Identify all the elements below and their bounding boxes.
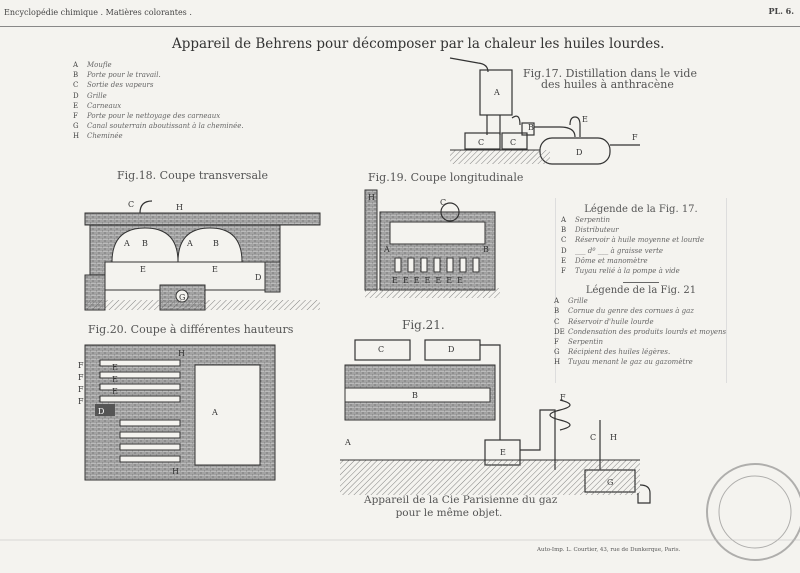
svg-text:E: E xyxy=(112,363,118,372)
svg-text:D: D xyxy=(448,345,454,354)
svg-text:C: C xyxy=(440,198,446,207)
svg-text:A: A xyxy=(211,408,218,417)
svg-text:G: G xyxy=(179,293,185,302)
svg-text:H: H xyxy=(178,349,185,358)
svg-text:H: H xyxy=(368,193,375,202)
fig21-caption: Appareil de la Cie Parisienne du gaz pou… xyxy=(364,494,558,519)
svg-text:D: D xyxy=(98,407,104,416)
svg-text:H: H xyxy=(610,433,617,442)
svg-text:F: F xyxy=(560,393,566,402)
svg-text:G: G xyxy=(607,478,613,487)
svg-text:F: F xyxy=(632,133,638,142)
svg-text:H: H xyxy=(176,203,183,212)
svg-text:A: A xyxy=(344,438,351,447)
svg-text:F: F xyxy=(78,373,84,382)
svg-text:E: E xyxy=(112,387,118,396)
plate-number: PL. 6. xyxy=(768,6,794,16)
running-header: Encyclopédie chimique . Matières coloran… xyxy=(4,8,192,17)
plate-title: Appareil de Behrens pour décomposer par … xyxy=(172,36,665,52)
svg-text:A: A xyxy=(383,245,390,254)
fig21-drawing: C D B A E C H G F xyxy=(340,339,651,504)
legend-item: D___ dº ___ à graisse verte xyxy=(561,246,664,255)
svg-text:E: E xyxy=(500,448,506,457)
svg-text:A: A xyxy=(123,239,130,248)
fig19-drawing: H A B C EEEEEEE xyxy=(364,189,500,298)
svg-text:C: C xyxy=(478,138,484,147)
svg-text:B: B xyxy=(142,239,148,248)
svg-text:B: B xyxy=(412,391,418,400)
fig17-drawing: A C C B E D F xyxy=(449,57,640,165)
svg-text:F: F xyxy=(78,397,84,406)
fig19-title: Fig.19. Coupe longitudinale xyxy=(368,171,524,184)
svg-text:B: B xyxy=(528,123,534,132)
legend17-heading: Légende de la Fig. 17. xyxy=(584,204,698,215)
svg-text:F: F xyxy=(78,361,84,370)
svg-text:E: E xyxy=(212,265,218,274)
legend21-heading: Légende de la Fig. 21 xyxy=(585,285,697,297)
svg-text:C: C xyxy=(510,138,516,147)
svg-text:F: F xyxy=(78,385,84,394)
svg-text:D: D xyxy=(255,273,261,282)
header-rule xyxy=(0,26,800,27)
svg-text:B: B xyxy=(483,245,489,254)
fig18-drawing: A B A B E E D G C H xyxy=(84,200,321,311)
svg-text:H: H xyxy=(172,467,179,476)
svg-text:C: C xyxy=(128,200,134,209)
fig20-title: Fig.20. Coupe à différentes hauteurs xyxy=(88,323,294,336)
library-stamp xyxy=(706,463,800,561)
svg-text:C: C xyxy=(378,345,384,354)
svg-text:A: A xyxy=(493,88,500,97)
fig21-title: Fig.21. xyxy=(402,318,445,332)
svg-text:E: E xyxy=(140,265,146,274)
svg-text:B: B xyxy=(213,239,219,248)
fig18-title: Fig.18. Coupe transversale xyxy=(117,169,269,182)
svg-text:C: C xyxy=(590,433,596,442)
svg-text:A: A xyxy=(186,239,193,248)
legend-divider xyxy=(623,282,659,284)
svg-text:E: E xyxy=(112,375,118,384)
svg-text:EEEEEEE: EEEEEEE xyxy=(392,276,468,285)
svg-text:E: E xyxy=(582,115,588,124)
svg-text:D: D xyxy=(576,148,582,157)
imprint: Auto-Imp. L. Courtier, 43, rue de Dunker… xyxy=(537,547,681,553)
fig17-caption: Fig.17. Distillation dans le vide des hu… xyxy=(523,67,697,91)
